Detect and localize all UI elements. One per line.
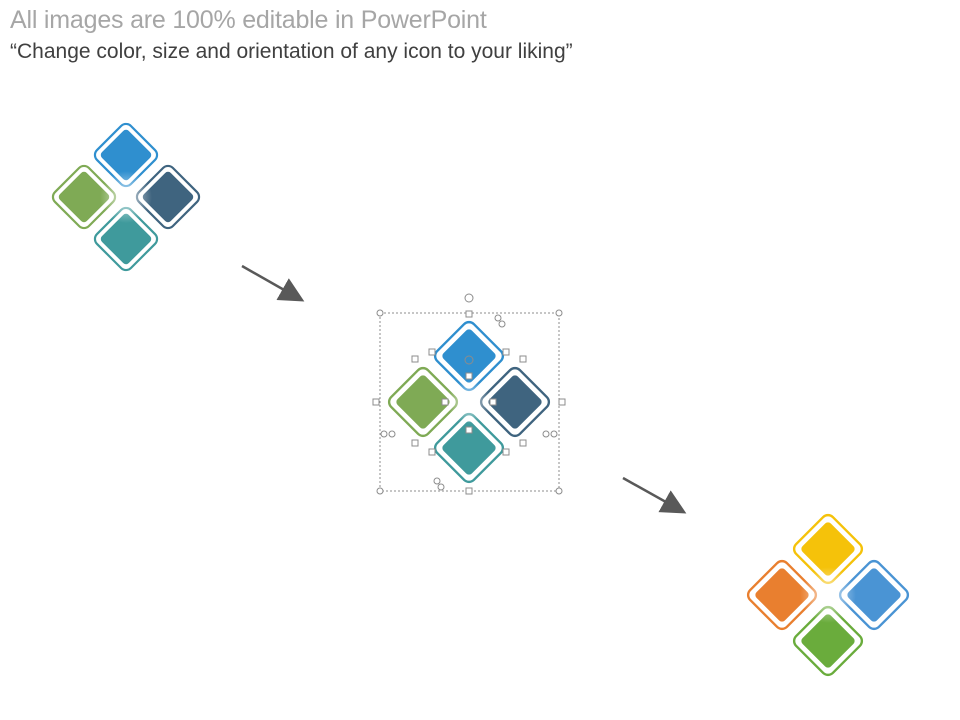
selection-frame[interactable] [372, 293, 566, 495]
resize-handle[interactable] [376, 487, 384, 495]
diamond-tile-top-icon[interactable] [92, 121, 160, 189]
shape-handles[interactable] [372, 310, 566, 495]
diamond-tile-bottom-icon[interactable] [432, 411, 506, 485]
page-subtitle: “Change color, size and orientation of a… [10, 40, 573, 63]
diamond-tile-bottom-icon[interactable] [92, 205, 160, 273]
diamond-tile-right-icon[interactable] [134, 163, 202, 231]
diamond-tile-left-icon[interactable] [386, 365, 460, 439]
diamond-cluster-selected[interactable] [386, 319, 552, 485]
rotate-handle-icon[interactable] [464, 293, 474, 303]
diamond-tile-left-icon[interactable] [745, 558, 819, 632]
arrow-right-down-icon [622, 476, 687, 514]
resize-handle[interactable] [555, 487, 563, 495]
diamond-tile-bottom-icon[interactable] [791, 604, 865, 678]
resize-handle[interactable] [555, 309, 563, 317]
link-icon [380, 314, 558, 491]
diamond-tile-right-icon[interactable] [837, 558, 911, 632]
diamond-cluster-recolored[interactable] [745, 512, 911, 678]
center-glow [100, 171, 152, 223]
diamond-tile-top-icon[interactable] [791, 512, 865, 586]
resize-handle[interactable] [376, 309, 384, 317]
center-glow [447, 380, 491, 424]
diamond-tile-right-icon[interactable] [478, 365, 552, 439]
center-glow [800, 567, 856, 623]
arrow-right-down-icon [241, 264, 305, 302]
rotate-handle-icon[interactable] [464, 355, 474, 365]
diamond-cluster-original[interactable] [50, 121, 202, 273]
page-title: All images are 100% editable in PowerPoi… [10, 6, 487, 34]
diamond-tile-left-icon[interactable] [50, 163, 118, 231]
